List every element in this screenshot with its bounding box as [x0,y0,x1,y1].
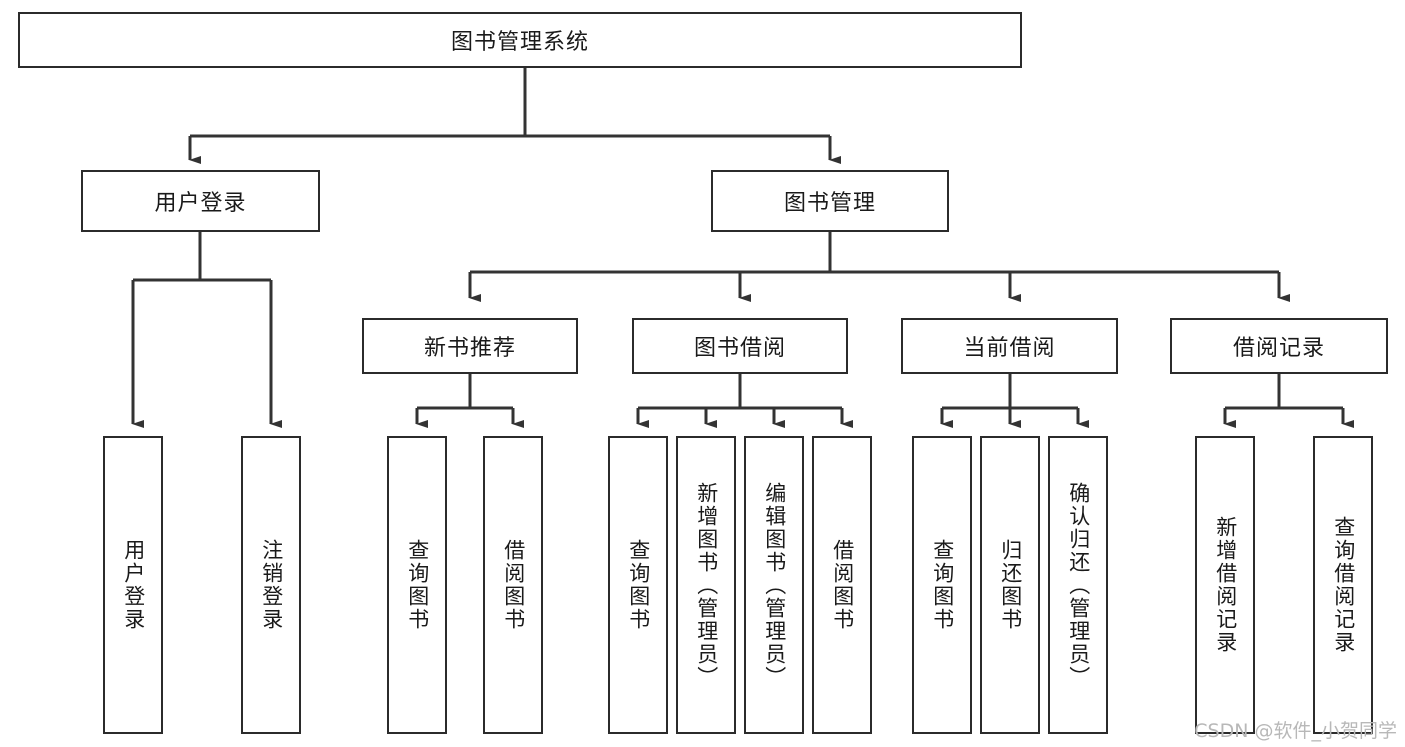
node-leaf-label: 查询图书 [930,539,955,631]
node-leaf-label: 借阅图书 [501,539,526,631]
watermark: CSDN @软件_小贺同学 [1194,720,1397,742]
node-book-borrow[interactable]: 图书借阅 [632,318,848,374]
node-borrow-record-label: 借阅记录 [1232,336,1325,361]
node-leaf-add-borrow-record[interactable]: 新增借阅记录 [1195,436,1255,734]
node-book-borrow-label: 图书借阅 [693,336,786,361]
node-leaf-borrow-book[interactable]: 借阅图书 [812,436,872,734]
node-leaf-borrow-book-recommend[interactable]: 借阅图书 [483,436,543,734]
node-leaf-label: 确认归还（管理员） [1066,481,1091,689]
node-book-management[interactable]: 图书管理 [711,170,949,232]
node-user-login[interactable]: 用户登录 [81,170,320,232]
node-leaf-confirm-return-admin[interactable]: 确认归还（管理员） [1048,436,1108,734]
node-leaf-query-borrow-record[interactable]: 查询借阅记录 [1313,436,1373,734]
node-root[interactable]: 图书管理系统 [18,12,1022,68]
node-leaf-label: 用户登录 [121,539,146,631]
node-user-login-label: 用户登录 [154,191,247,216]
node-leaf-label: 查询借阅记录 [1331,516,1356,654]
node-leaf-label: 新增图书（管理员） [694,481,719,689]
node-leaf-user-login[interactable]: 用户登录 [103,436,163,734]
node-leaf-add-book-admin[interactable]: 新增图书（管理员） [676,436,736,734]
node-leaf-query-book-recommend[interactable]: 查询图书 [387,436,447,734]
node-leaf-label: 新增借阅记录 [1213,516,1238,654]
node-borrow-record[interactable]: 借阅记录 [1170,318,1388,374]
node-leaf-return-book[interactable]: 归还图书 [980,436,1040,734]
node-leaf-label: 编辑图书（管理员） [762,481,787,689]
node-leaf-label: 查询图书 [626,539,651,631]
node-current-borrow-label: 当前借阅 [963,336,1056,361]
node-root-label: 图书管理系统 [450,30,589,55]
node-book-management-label: 图书管理 [783,191,876,216]
node-leaf-logout[interactable]: 注销登录 [241,436,301,734]
node-new-book-recommend-label: 新书推荐 [423,336,516,361]
node-leaf-query-book-current[interactable]: 查询图书 [912,436,972,734]
node-leaf-label: 注销登录 [259,539,284,631]
node-leaf-label: 查询图书 [405,539,430,631]
node-leaf-query-book-borrow[interactable]: 查询图书 [608,436,668,734]
node-current-borrow[interactable]: 当前借阅 [901,318,1118,374]
node-leaf-label: 归还图书 [998,539,1023,631]
node-leaf-edit-book-admin[interactable]: 编辑图书（管理员） [744,436,804,734]
node-leaf-label: 借阅图书 [830,539,855,631]
node-new-book-recommend[interactable]: 新书推荐 [362,318,578,374]
